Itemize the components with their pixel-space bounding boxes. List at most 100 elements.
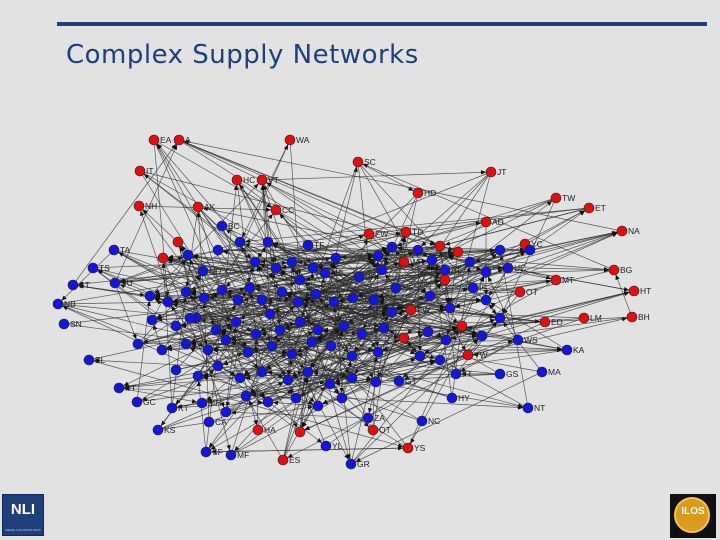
node-label: MA <box>548 367 561 377</box>
edge-arrowhead <box>259 393 265 399</box>
network-node-blue <box>203 416 215 428</box>
network-node-blue <box>240 390 252 402</box>
edge-arrowhead <box>233 184 239 191</box>
network-edge <box>341 231 407 399</box>
network-node-blue <box>476 330 488 342</box>
network-node-blue <box>256 294 268 306</box>
edge-arrowhead <box>357 292 364 297</box>
network-node-blue <box>502 262 514 274</box>
node-label: AT <box>451 265 461 275</box>
edge-arrowhead <box>310 298 315 305</box>
edge-arrowhead <box>77 284 84 289</box>
network-edge <box>189 317 269 403</box>
edge-arrowhead <box>230 410 237 415</box>
edge-arrowhead <box>249 292 254 299</box>
network-node-blue <box>494 244 506 256</box>
node-label: YW <box>474 350 488 360</box>
network-edge <box>185 341 313 345</box>
network-node-blue <box>444 302 456 314</box>
network-edge <box>239 241 327 447</box>
network-edge <box>267 241 379 257</box>
edge-arrowhead <box>208 442 214 448</box>
edge-arrowhead <box>322 400 329 405</box>
slide-title: Complex Supply Networks <box>66 40 419 70</box>
network-node-blue <box>412 244 424 256</box>
edge-arrowhead <box>385 273 390 280</box>
edge-arrowhead <box>347 360 352 367</box>
edge-arrowhead <box>140 210 145 217</box>
edge-arrowhead <box>287 453 293 458</box>
network-node-red <box>284 134 296 146</box>
edge-arrowhead <box>259 259 266 264</box>
network-edge <box>295 331 429 399</box>
network-node-blue <box>372 346 384 358</box>
network-node-red <box>398 332 410 344</box>
network-edge <box>279 279 557 331</box>
edge-arrowhead <box>278 382 284 387</box>
network-edge <box>317 329 543 373</box>
network-edge <box>381 192 419 271</box>
network-edge <box>136 295 151 403</box>
network-node-blue <box>113 382 125 394</box>
node-label: IS <box>479 283 487 293</box>
network-edge <box>118 387 297 399</box>
edge-arrowhead <box>309 397 315 403</box>
edge-arrowhead <box>397 443 404 448</box>
network-edge <box>485 271 519 341</box>
node-label: YL <box>332 441 343 451</box>
edge-arrowhead <box>363 238 368 245</box>
network-edge <box>217 249 379 257</box>
node-label: OT <box>526 287 538 297</box>
edge-arrowhead <box>400 236 405 243</box>
edge-arrowhead <box>225 324 232 329</box>
edge-arrowhead <box>299 363 305 369</box>
network-node-blue <box>250 328 262 340</box>
network-edge <box>195 251 459 319</box>
network-node-blue <box>262 396 274 408</box>
edge-arrowhead <box>146 300 151 307</box>
network-edge <box>137 311 393 345</box>
node-label: BH <box>638 312 650 322</box>
network-node-blue <box>270 262 282 274</box>
network-edge <box>239 139 291 243</box>
network-node-blue <box>264 308 276 320</box>
ilos-logo-ring <box>674 497 710 533</box>
edge-arrowhead <box>119 279 126 285</box>
network-node-blue <box>390 282 402 294</box>
network-edge <box>151 244 309 321</box>
node-label: WA <box>296 135 310 145</box>
edge-arrowhead <box>403 375 410 380</box>
edge-arrowhead <box>368 407 373 414</box>
node-label: NT <box>534 403 545 413</box>
node-label: KT <box>178 403 189 413</box>
network-edge <box>239 207 590 243</box>
edge-arrowhead <box>489 303 494 310</box>
edge-arrowhead <box>367 252 374 257</box>
edge-arrowhead <box>93 358 100 363</box>
edge-arrowhead <box>378 294 385 299</box>
edge-arrowhead <box>507 339 514 345</box>
edge-arrowhead <box>381 313 388 318</box>
network-node-blue <box>464 256 476 268</box>
network-node-blue <box>336 392 348 404</box>
edge-arrowhead <box>497 269 504 274</box>
edge-arrowhead <box>307 400 314 405</box>
node-label: JT <box>497 167 506 177</box>
network-node-blue <box>220 334 232 346</box>
network-node-blue <box>306 336 318 348</box>
network-node-red <box>192 201 204 213</box>
nli-logo-text: NLI <box>10 501 36 518</box>
network-edge <box>197 206 205 299</box>
edge-arrowhead <box>172 298 179 303</box>
edge-arrowhead <box>363 421 370 427</box>
network-node-red <box>400 226 412 238</box>
edge-arrowhead <box>498 265 503 271</box>
network-edge <box>177 241 249 353</box>
node-label: RT <box>125 383 136 393</box>
edge-arrowhead <box>226 444 231 451</box>
node-label: ET <box>595 203 606 213</box>
network-node-red <box>514 286 526 298</box>
network-edge <box>162 257 447 341</box>
network-edge <box>236 179 251 289</box>
